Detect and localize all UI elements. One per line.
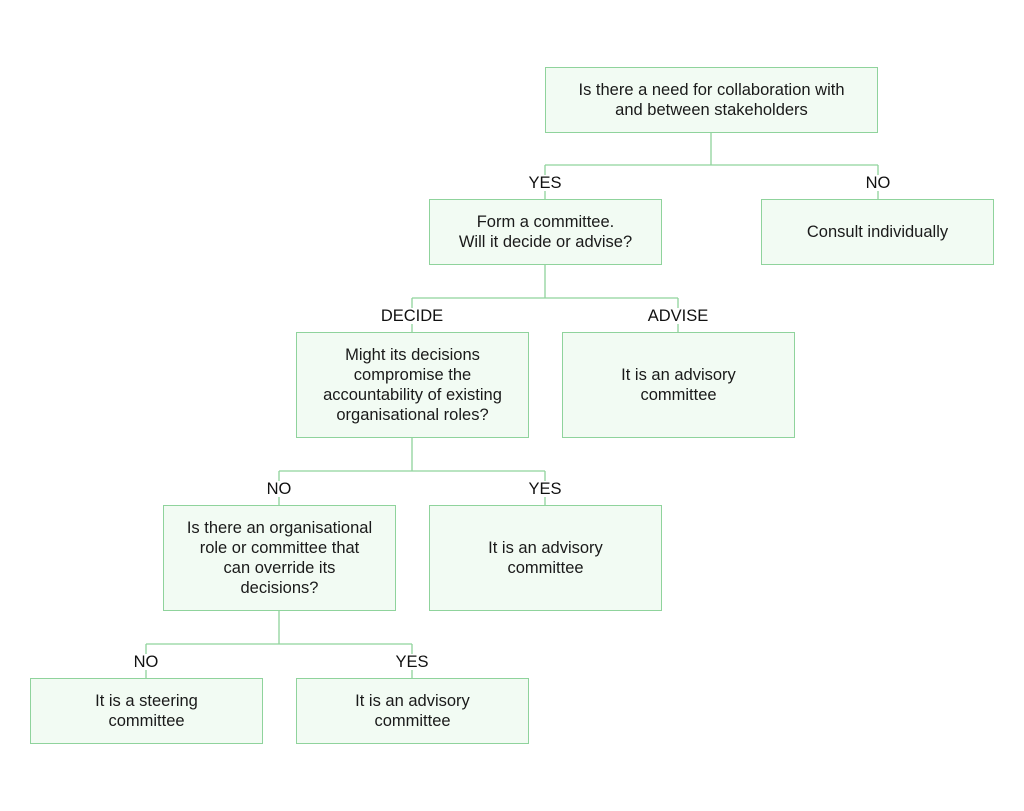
node-label: Consult individually [806,223,949,241]
node-consult-individually: Consult individually [761,199,994,265]
node-label: Is there a need for collaboration with a… [578,81,845,119]
node-advisory-committee: It is an advisory committee [562,332,795,438]
edge-label-no: NO [266,480,292,498]
node-label: It is a steering committee [95,692,198,730]
node-label: Form a committee. Will it decide or advi… [458,213,633,251]
edge-label-no: NO [133,653,159,671]
edge-label-decide: DECIDE [380,307,444,325]
node-accountability-question: Might its decisions compromise the accou… [296,332,529,438]
edge-label-advise: ADVISE [647,307,709,325]
node-collaboration-question: Is there a need for collaboration with a… [545,67,878,133]
edge-label-yes: YES [528,174,562,192]
edge-label-yes: YES [395,653,429,671]
node-label: It is an advisory committee [355,692,470,730]
node-label: It is an advisory committee [488,539,603,577]
node-override-question: Is there an organisational role or commi… [163,505,396,611]
node-label: Is there an organisational role or commi… [186,519,373,597]
node-label: Might its decisions compromise the accou… [323,346,502,424]
node-advisory-committee: It is an advisory committee [296,678,529,744]
edge-label-yes: YES [528,480,562,498]
edge-label-no: NO [865,174,891,192]
node-form-committee: Form a committee. Will it decide or advi… [429,199,662,265]
node-label: It is an advisory committee [621,366,736,404]
node-advisory-committee: It is an advisory committee [429,505,662,611]
node-steering-committee: It is a steering committee [30,678,263,744]
